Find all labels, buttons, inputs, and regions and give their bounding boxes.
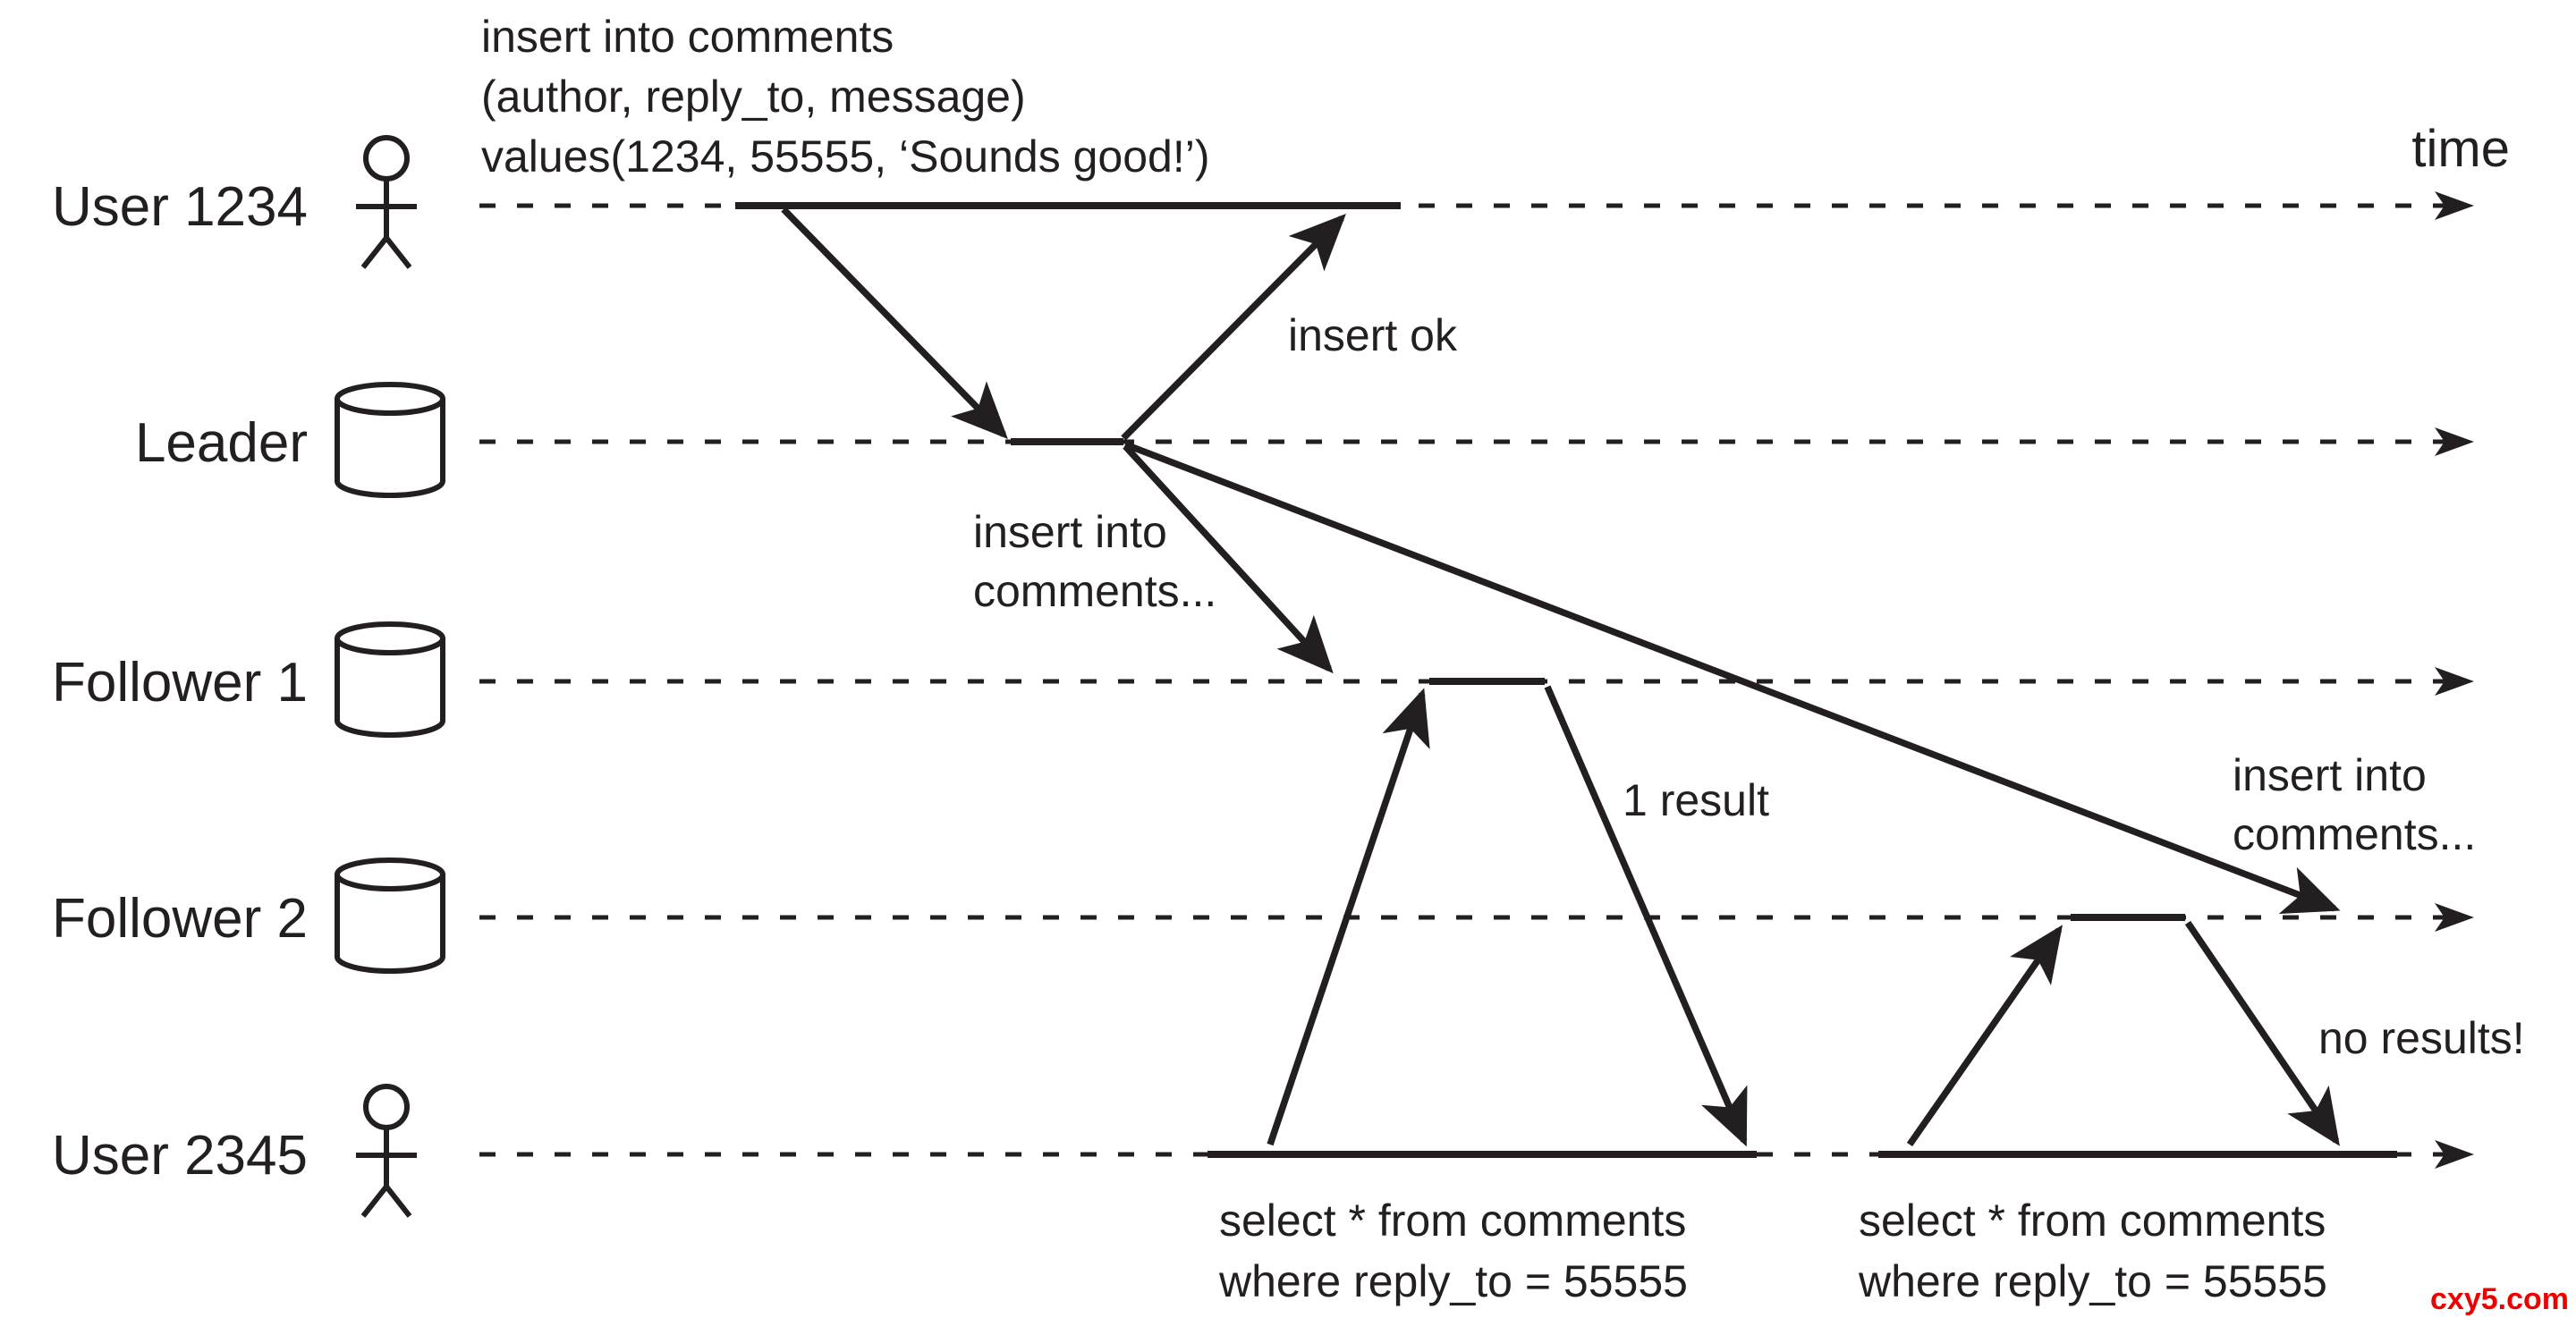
message-arrows	[781, 207, 2341, 1147]
cylinder-bottom	[335, 956, 445, 974]
person-icon-user-1234	[356, 135, 417, 269]
activation-bars	[735, 202, 2397, 1158]
person-legs	[360, 236, 412, 269]
replicate-left-line-2: comments...	[973, 566, 1216, 616]
label-user-2345: User 2345	[52, 1125, 308, 1187]
select-sql-2-line-1: select * from comments	[1859, 1195, 2326, 1246]
select-sql-2-line-2: where reply_to = 55555	[1858, 1256, 2327, 1306]
insert-sql-line-2: (author, reply_to, message)	[481, 72, 1026, 122]
cylinder-top	[335, 621, 445, 655]
arrow-insert-request	[781, 207, 1008, 440]
person-icon-user-2345	[356, 1084, 417, 1218]
cylinder-sides	[335, 874, 445, 957]
database-icon-follower-1	[335, 621, 445, 738]
label-follower-2: Follower 2	[52, 888, 308, 950]
actor-labels: User 1234 Leader Follower 1 Follower 2 U…	[52, 176, 308, 1187]
label-leader: Leader	[135, 412, 308, 474]
person-legs	[360, 1185, 412, 1218]
replicate-right-line-1: insert into	[2233, 750, 2427, 800]
database-icon-leader	[335, 382, 445, 498]
insert-sql-line-1: insert into comments	[481, 12, 894, 62]
cylinder-bottom	[335, 720, 445, 738]
arrow-insert-ok	[1121, 214, 1346, 441]
watermark-text: cxy5.com	[2430, 1282, 2569, 1316]
select-sql-1-line-1: select * from comments	[1219, 1195, 1686, 1246]
select-sql-1-line-2: where reply_to = 55555	[1218, 1256, 1688, 1306]
label-user-1234: User 1234	[52, 176, 308, 238]
insert-sql-line-3: values(1234, 55555, ‘Sounds good!’)	[481, 131, 1209, 182]
time-axis-label: time	[2411, 120, 2510, 178]
annotations: insert into comments (author, reply_to, …	[481, 12, 2525, 1306]
database-icon-follower-2	[335, 858, 445, 974]
arrow-query-follower-2	[1906, 925, 2063, 1147]
label-follower-1: Follower 1	[52, 652, 308, 714]
cylinder-top	[335, 858, 445, 891]
cylinder-bottom	[335, 480, 445, 498]
cylinder-sides	[335, 399, 445, 481]
replicate-left-line-1: insert into	[973, 507, 1167, 557]
arrow-query-follower-1	[1267, 688, 1430, 1146]
arrow-replicate-follower-1	[1123, 444, 1334, 674]
person-head	[363, 135, 410, 182]
result-2-label: no results!	[2318, 1013, 2525, 1063]
replicate-right-line-2: comments...	[2233, 809, 2476, 859]
result-1-label: 1 result	[1623, 775, 1769, 825]
arrow-result-follower-1	[1544, 685, 1748, 1147]
cylinder-sides	[335, 638, 445, 721]
cylinder-top	[335, 382, 445, 416]
person-head	[363, 1084, 410, 1130]
insert-ok-label: insert ok	[1288, 310, 1458, 360]
arrow-replicate-follower-2	[1123, 441, 2341, 915]
arrow-result-follower-2	[2184, 920, 2340, 1146]
